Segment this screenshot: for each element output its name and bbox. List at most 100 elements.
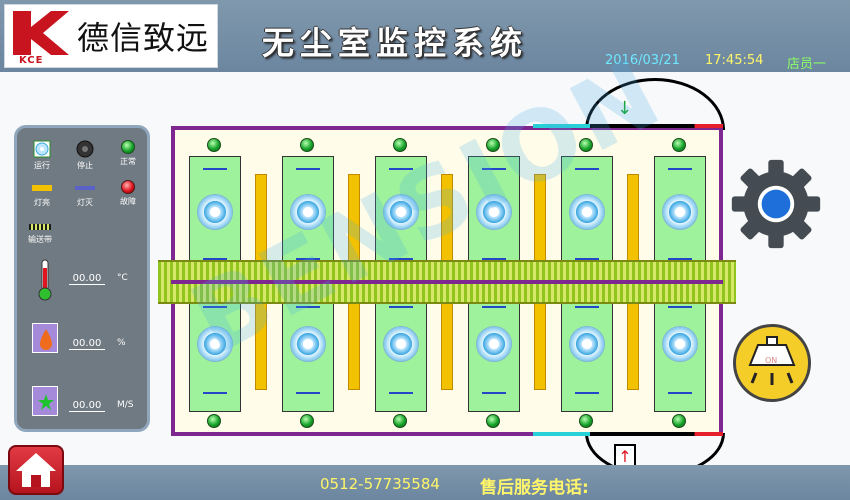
light-off-indicator (482, 306, 506, 308)
light-off-indicator (575, 306, 599, 308)
light-off-indicator (203, 392, 227, 394)
legend-fault-label: 故障 (120, 197, 136, 206)
status-time: 17:45:54 (705, 53, 764, 68)
status-lamp (300, 414, 314, 428)
light-off-indicator (203, 306, 227, 308)
legend-light-on: 灯亮 (27, 180, 57, 208)
light-off-indicator (575, 258, 599, 260)
airflow-tile (32, 386, 58, 416)
fan-icon (476, 326, 512, 362)
status-user: 店员一 (787, 57, 827, 72)
light-off-indicator (296, 392, 320, 394)
fan-icon (197, 326, 233, 362)
droplet-icon (40, 329, 52, 350)
light-off-indicator (668, 306, 692, 308)
status-lamp (393, 414, 407, 428)
fan-icon (197, 194, 233, 230)
fan-icon (290, 194, 326, 230)
fan-running-icon (33, 140, 51, 158)
ffu-unit[interactable] (468, 156, 520, 412)
home-icon (16, 453, 56, 487)
humidity-tile (32, 323, 58, 353)
legend-conveyor: 输送带 (25, 224, 55, 245)
app-title: 无尘室监控系统 (262, 24, 529, 62)
fault-lamp-icon (121, 180, 135, 194)
light-toggle-button[interactable]: ON (733, 324, 811, 402)
light-off-indicator (668, 258, 692, 260)
header-bar: KCE 德信致远 无尘室监控系统 2016/03/21 17:45:54 店员一 (0, 0, 850, 72)
logo-brand-text: 德信致远 (77, 19, 210, 57)
conveyor-center-rail (171, 280, 723, 284)
legend-normal-label: 正常 (120, 157, 136, 166)
kce-logo-icon (13, 11, 69, 55)
light-button-label: ON (765, 356, 778, 365)
humidity-unit: % (117, 338, 126, 348)
thermometer-icon (38, 259, 52, 301)
light-on-icon (32, 185, 52, 191)
legend-light-off-label: 灯灭 (77, 198, 93, 207)
status-lamp (672, 414, 686, 428)
status-lamp (300, 138, 314, 152)
arrow-down-icon: ↓ (617, 98, 633, 119)
status-lamp (207, 414, 221, 428)
legend-running-label: 运行 (34, 161, 50, 170)
legend-light-on-label: 灯亮 (34, 198, 50, 207)
light-off-indicator (389, 168, 413, 170)
light-off-icon (75, 186, 95, 190)
fan-icon (662, 194, 698, 230)
fan-icon (569, 326, 605, 362)
fan-icon (290, 326, 326, 362)
light-off-indicator (203, 258, 227, 260)
legend-stopped-label: 停止 (77, 161, 93, 170)
light-off-indicator (575, 392, 599, 394)
status-date: 2016/03/21 (605, 53, 680, 68)
settings-button[interactable] (728, 156, 824, 252)
home-button[interactable] (8, 445, 64, 495)
logo: KCE 德信致远 (4, 4, 218, 68)
footer-service-label: 售后服务电话: (480, 478, 589, 498)
legend-conveyor-label: 输送带 (28, 235, 52, 244)
status-lamp (207, 138, 221, 152)
footer-bar: 0512-57735584 售后服务电话: (0, 465, 850, 500)
logo-kce-text: KCE (19, 55, 44, 66)
status-lamp (672, 138, 686, 152)
ffu-unit[interactable] (282, 156, 334, 412)
light-off-indicator (203, 168, 227, 170)
footer-phone: 0512-57735584 (320, 475, 440, 493)
legend-panel: 运行 停止 正常 灯亮 灯灭 故障 输送带 00.00 °C (14, 125, 150, 432)
status-lamp (486, 138, 500, 152)
entry-door-strip (533, 124, 723, 128)
light-off-indicator (296, 306, 320, 308)
temperature-unit: °C (117, 273, 128, 283)
fan-icon (476, 194, 512, 230)
light-off-indicator (482, 258, 506, 260)
light-off-indicator (575, 168, 599, 170)
normal-lamp-icon (121, 140, 135, 154)
fan-icon (383, 326, 419, 362)
legend-stopped: 停止 (70, 140, 100, 171)
light-off-indicator (668, 168, 692, 170)
status-lamp (579, 138, 593, 152)
fan-icon (569, 194, 605, 230)
status-lamp (579, 414, 593, 428)
legend-fault: 故障 (113, 180, 143, 207)
wind-icon (38, 394, 54, 410)
legend-normal: 正常 (113, 140, 143, 167)
hood-light-icon (748, 336, 796, 385)
status-lamp (486, 414, 500, 428)
light-off-indicator (296, 168, 320, 170)
fan-icon (383, 194, 419, 230)
light-off-indicator (296, 258, 320, 260)
status-lamp (393, 138, 407, 152)
temperature-value: 00.00 (69, 273, 105, 285)
conveyor-icon (29, 224, 51, 230)
legend-light-off: 灯灭 (70, 180, 100, 208)
arrow-up-icon[interactable]: ↑ (614, 444, 636, 470)
airflow-value: 00.00 (69, 400, 105, 412)
light-off-indicator (668, 392, 692, 394)
airflow-unit: M/S (117, 400, 134, 410)
exit-door-strip (533, 432, 723, 436)
gear-icon (731, 159, 821, 249)
fan-stopped-icon (76, 140, 94, 158)
humidity-value: 00.00 (69, 338, 105, 350)
